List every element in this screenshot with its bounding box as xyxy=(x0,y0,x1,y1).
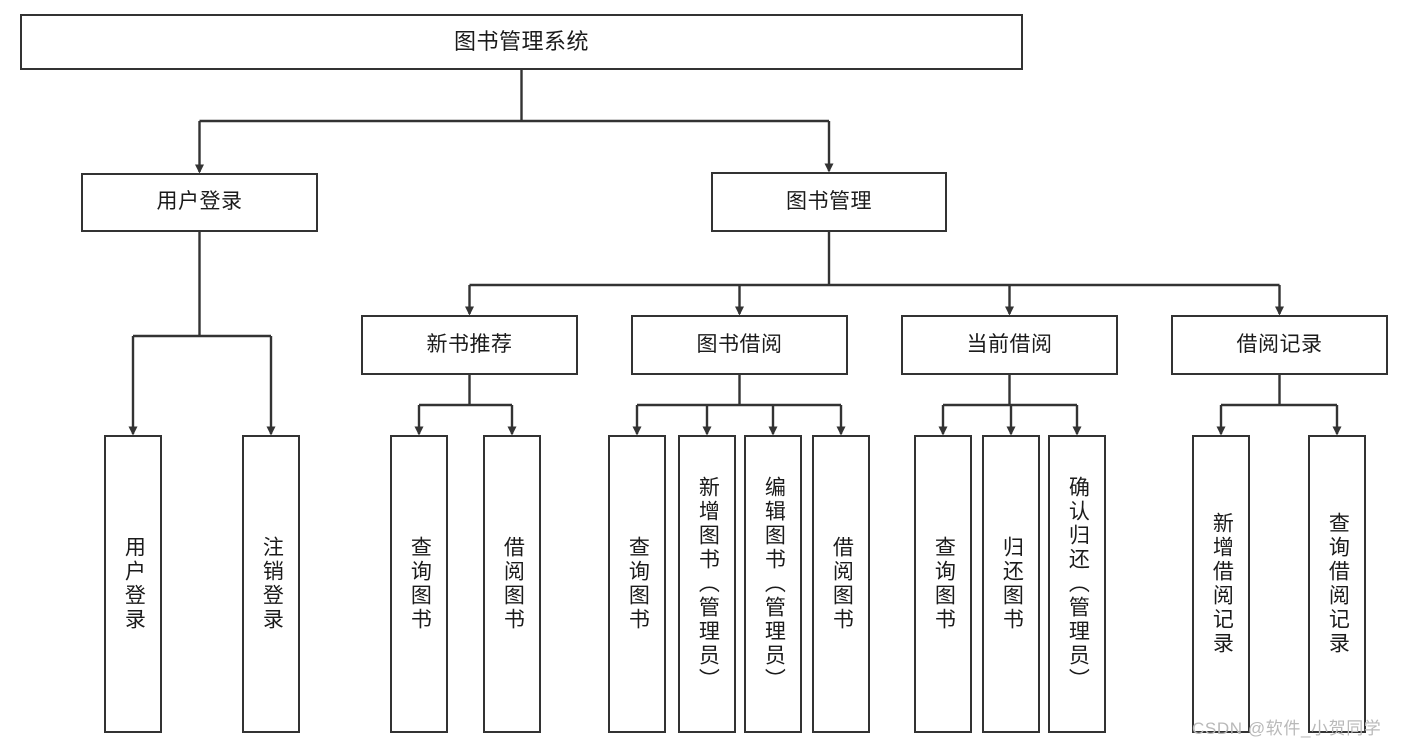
node-label: 用户登录 xyxy=(156,190,243,214)
node-label: 新增图书（管理员） xyxy=(696,476,720,692)
node-root[interactable]: 图书管理系统 xyxy=(20,14,1023,70)
node-leaf-query-book-2[interactable]: 查询图书 xyxy=(608,435,666,733)
node-label: 归还图书 xyxy=(1000,536,1024,632)
node-label: 借阅记录 xyxy=(1236,332,1323,356)
node-label: 当前借阅 xyxy=(966,332,1053,356)
node-leaf-user-logout[interactable]: 注销登录 xyxy=(242,435,300,733)
node-leaf-user-login[interactable]: 用户登录 xyxy=(104,435,162,733)
node-label: 借阅图书 xyxy=(830,536,854,632)
node-label: 查询图书 xyxy=(932,536,956,632)
node-label: 新书推荐 xyxy=(426,332,513,356)
node-leaf-add-book[interactable]: 新增图书（管理员） xyxy=(678,435,736,733)
node-leaf-borrow-book-2[interactable]: 借阅图书 xyxy=(812,435,870,733)
node-label: 借阅图书 xyxy=(501,536,525,632)
node-borrow-record[interactable]: 借阅记录 xyxy=(1171,315,1388,375)
node-label: 用户登录 xyxy=(122,536,146,632)
node-label: 注销登录 xyxy=(260,536,284,632)
node-label: 新增借阅记录 xyxy=(1210,512,1234,656)
node-leaf-add-record[interactable]: 新增借阅记录 xyxy=(1192,435,1250,733)
node-leaf-query-book-3[interactable]: 查询图书 xyxy=(914,435,972,733)
node-book-manage[interactable]: 图书管理 xyxy=(711,172,947,232)
node-leaf-query-book-1[interactable]: 查询图书 xyxy=(390,435,448,733)
node-leaf-borrow-book-1[interactable]: 借阅图书 xyxy=(483,435,541,733)
node-label: 查询图书 xyxy=(626,536,650,632)
node-leaf-confirm-return[interactable]: 确认归还（管理员） xyxy=(1048,435,1106,733)
node-book-borrow[interactable]: 图书借阅 xyxy=(631,315,848,375)
node-label: 图书借阅 xyxy=(696,332,783,356)
node-label: 查询借阅记录 xyxy=(1326,512,1350,656)
node-label: 查询图书 xyxy=(408,536,432,632)
node-label: 编辑图书（管理员） xyxy=(762,476,786,692)
node-user-login[interactable]: 用户登录 xyxy=(81,173,318,232)
node-label: 确认归还（管理员） xyxy=(1066,476,1090,692)
csdn-watermark: CSDN @软件_小贺同学 xyxy=(1192,719,1382,738)
node-new-book-rec[interactable]: 新书推荐 xyxy=(361,315,578,375)
node-label: 图书管理系统 xyxy=(453,29,589,55)
node-label: 图书管理 xyxy=(786,189,872,213)
node-leaf-return-book[interactable]: 归还图书 xyxy=(982,435,1040,733)
node-leaf-query-record[interactable]: 查询借阅记录 xyxy=(1308,435,1366,733)
node-leaf-edit-book[interactable]: 编辑图书（管理员） xyxy=(744,435,802,733)
node-current-borrow[interactable]: 当前借阅 xyxy=(901,315,1118,375)
